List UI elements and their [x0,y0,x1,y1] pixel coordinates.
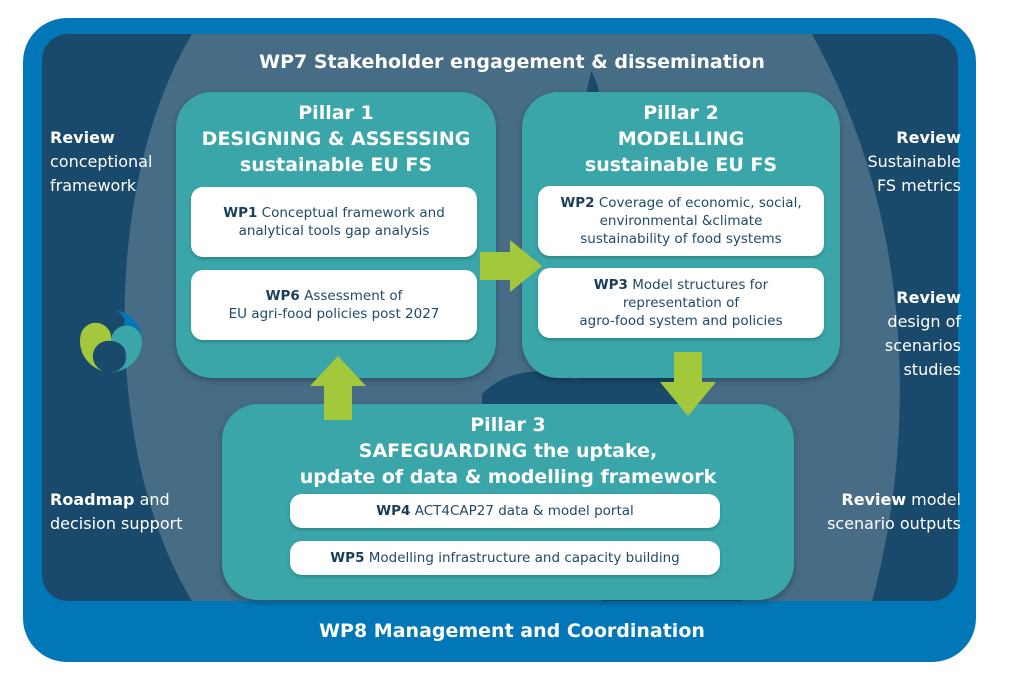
arrow-right-icon [480,240,542,292]
wp-text: Conceptual framework and [257,205,445,221]
note-line: conceptional [50,152,153,171]
note-line: design of [887,312,961,331]
wp-id: WP3 [593,277,628,293]
wp7-banner: WP7 Stakeholder engagement & disseminati… [259,51,765,73]
note-line: scenario outputs [827,514,961,533]
wp1-box: WP1 Conceptual framework and analytical … [191,187,477,257]
wp4-box: WP4 ACT4CAP27 data & model portal [290,494,720,528]
pillar-1: Pillar 1 DESIGNING & ASSESSING sustainab… [176,92,496,378]
wp3-box: WP3 Model structures for representation … [538,268,824,338]
project-logo-icon [80,310,142,372]
wp-text: ACT4CAP27 data & model portal [410,503,634,519]
pillar-label: Pillar 1 [298,102,374,124]
note-review-fs-metrics: Review Sustainable FS metrics [867,126,961,198]
note-bold: Review [841,490,907,509]
note-review-scenario-design: Review design of scenarios studies [885,286,961,382]
wp-text: Modelling infrastructure and capacity bu… [364,550,680,566]
note-roadmap-decision-support: Roadmap and decision support [50,488,182,536]
note-line: studies [903,360,961,379]
wp-text: Model structures for [627,277,769,293]
note-bold: Review [896,288,961,307]
pillar-title: MODELLING [617,128,745,150]
pillar-title: DESIGNING & ASSESSING [201,128,471,150]
pillar-1-header: Pillar 1 DESIGNING & ASSESSING sustainab… [176,100,496,178]
pillar-subtitle: sustainable EU FS [584,154,778,176]
pillar-3-header: Pillar 3 SAFEGUARDING the uptake, update… [222,412,794,490]
wp-id: WP5 [330,550,365,566]
pillar-3: Pillar 3 SAFEGUARDING the uptake, update… [222,404,794,600]
note-line: and [134,490,170,509]
wp-id: WP4 [376,503,411,519]
pillar-2: Pillar 2 MODELLING sustainable EU FS WP2… [522,92,840,378]
wp-text: Assessment of [299,288,403,304]
pillar-label: Pillar 3 [470,414,546,436]
wp-id: WP2 [560,195,595,211]
note-bold: Roadmap [50,490,135,509]
note-line: scenarios [884,336,961,355]
wp-id: WP6 [265,288,300,304]
wp6-box: WP6 Assessment of EU agri-food policies … [191,270,477,340]
note-line: decision support [50,514,183,533]
wp-text: agro-food system and policies [579,313,783,329]
pillar-subtitle: sustainable EU FS [239,154,433,176]
wp-text: EU agri-food policies post 2027 [228,306,440,322]
pillar-2-header: Pillar 2 MODELLING sustainable EU FS [522,100,840,178]
note-bold: Review [896,128,961,147]
note-bold: Review [50,128,115,147]
wp-text: analytical tools gap analysis [238,223,430,239]
wp-id: WP1 [223,205,258,221]
note-line: FS metrics [876,176,961,195]
wp-text: representation of [622,295,740,311]
wp-text: environmental &climate [599,213,763,229]
note-line: model [906,490,961,509]
note-review-scenario-outputs: Review model scenario outputs [827,488,961,536]
wp-text: sustainability of food systems [580,231,782,247]
wp5-box: WP5 Modelling infrastructure and capacit… [290,541,720,575]
wp-text: Coverage of economic, social, [594,195,802,211]
pillar-title: SAFEGUARDING the uptake, [358,440,658,462]
wp2-box: WP2 Coverage of economic, social, enviro… [538,186,824,256]
arrow-up-icon [310,356,366,420]
arrow-down-icon [660,352,716,416]
note-line: Sustainable [867,152,961,171]
note-line: framework [50,176,137,195]
pillar-label: Pillar 2 [643,102,719,124]
note-review-conceptional-framework: Review conceptional framework [50,126,152,198]
wp8-banner: WP8 Management and Coordination [319,620,705,642]
pillar-subtitle: update of data & modelling framework [299,466,717,488]
